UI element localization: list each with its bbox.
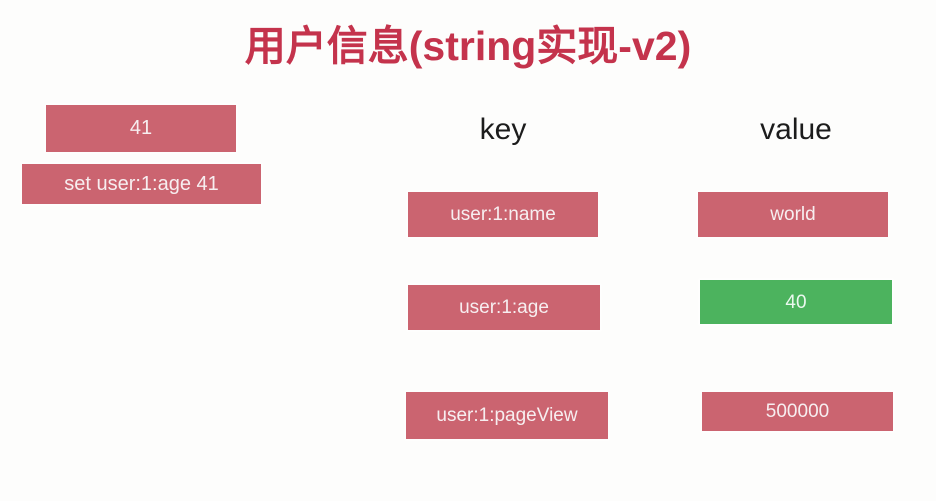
key-cell-2-label: user:1:pageView xyxy=(436,405,578,426)
value-cell-1-label: 40 xyxy=(785,291,807,313)
key-cell-0: user:1:name xyxy=(408,192,598,237)
value-cell-2-label: 500000 xyxy=(765,401,830,422)
value-column-header: value xyxy=(760,113,832,146)
command-value-box: 41 xyxy=(46,105,236,152)
key-cell-1-label: user:1:age xyxy=(459,297,549,318)
key-cell-0-label: user:1:name xyxy=(450,204,556,225)
value-cell-0-label: world xyxy=(770,204,816,225)
command-text-box: set user:1:age 41 xyxy=(22,164,261,204)
value-cell-2: 500000 xyxy=(702,392,893,431)
key-column-header: key xyxy=(479,113,527,146)
value-cell-1: 40 xyxy=(700,280,892,324)
key-cell-1: user:1:age xyxy=(408,285,600,330)
page-title: 用户信息(string实现-v2) xyxy=(244,23,692,69)
key-cell-2: user:1:pageView xyxy=(406,392,608,439)
value-cell-0: world xyxy=(698,192,888,237)
